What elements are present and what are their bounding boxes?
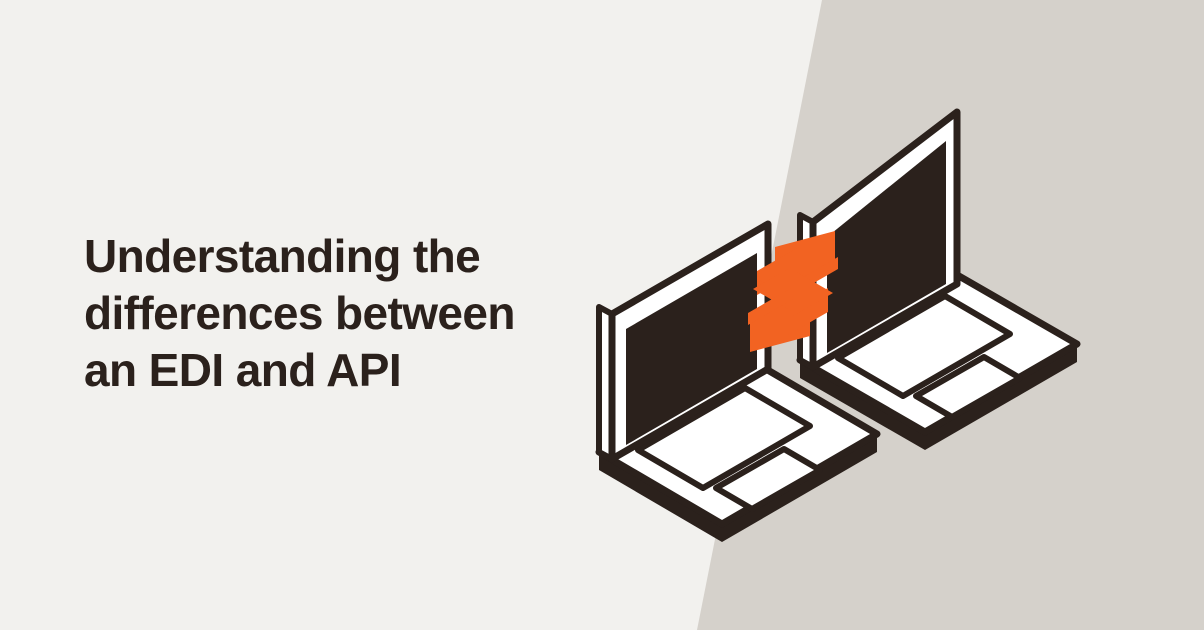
page-title: Understanding the differences between an…	[84, 230, 515, 396]
